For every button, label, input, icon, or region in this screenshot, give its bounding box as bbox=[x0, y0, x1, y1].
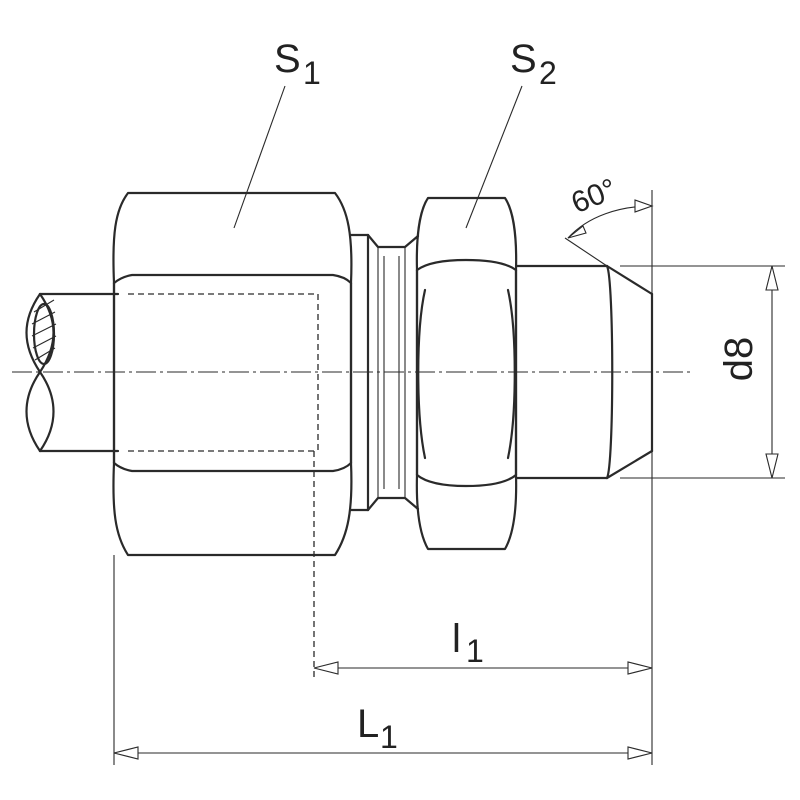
angle-dimension bbox=[564, 199, 654, 267]
l1-label-subscript: 1 bbox=[466, 633, 484, 669]
tube bbox=[25, 292, 120, 453]
nut-s1 bbox=[112, 191, 353, 680]
s1-leader bbox=[233, 85, 286, 229]
L1-dimension bbox=[113, 746, 653, 760]
d8-label: d8 bbox=[717, 337, 761, 382]
L1-label: L bbox=[357, 702, 379, 746]
body-neck bbox=[349, 233, 420, 512]
s1-label: S bbox=[274, 37, 301, 81]
L1-label-subscript: 1 bbox=[380, 719, 398, 755]
s2-label: S bbox=[510, 37, 537, 81]
s2-leader bbox=[465, 85, 523, 229]
angle-label: 60° bbox=[567, 173, 621, 221]
extension-lines bbox=[113, 190, 785, 765]
hex-s2 bbox=[415, 196, 518, 551]
s1-label-subscript: 1 bbox=[303, 55, 321, 91]
d8-dimension bbox=[765, 265, 779, 479]
s2-label-subscript: 2 bbox=[539, 55, 557, 91]
l1-dimension bbox=[313, 661, 653, 675]
l1-label: l bbox=[452, 617, 461, 661]
